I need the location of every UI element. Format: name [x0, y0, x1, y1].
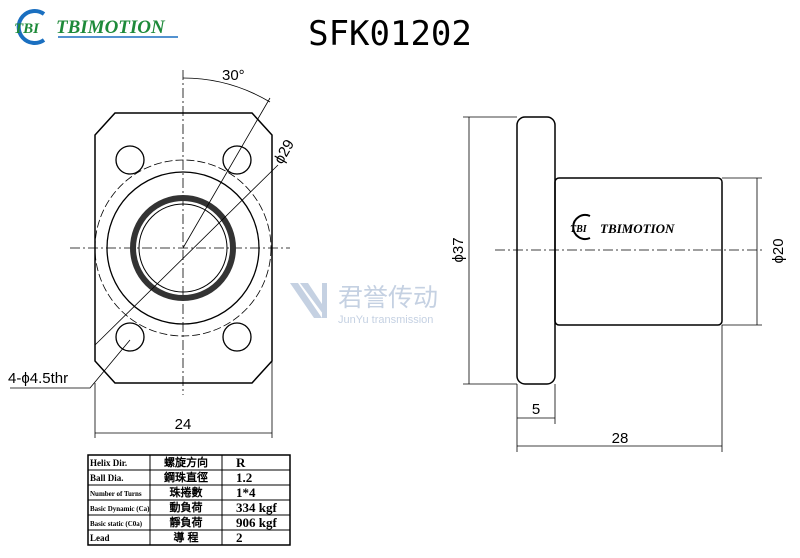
outer-ring [106, 171, 260, 325]
watermark-logo-icon [290, 283, 326, 318]
body-logo-text: TBIMOTION [600, 221, 675, 236]
thickness-label: 5 [532, 401, 540, 418]
table-cell-cn: 動負荷 [170, 500, 203, 514]
mounting-hole [222, 322, 252, 352]
body-dia-label: ϕ20 [770, 238, 787, 263]
logo-text: TBIMOTION [56, 17, 166, 38]
watermark-logo-bar [322, 283, 327, 318]
mounting-hole [115, 145, 145, 175]
table-cell-cn: 靜負荷 [170, 515, 203, 529]
length-label: 28 [612, 430, 629, 447]
watermark-en: JunYu transmission [338, 314, 433, 326]
table-cell-cn: 鋼珠直徑 [163, 470, 208, 484]
table-cell-value: R [236, 455, 246, 470]
table-cell-cn: 螺旋方向 [164, 455, 208, 469]
tbi-logo: TBI TBIMOTION [14, 9, 178, 45]
holes-label: 4-ϕ4.5thr [8, 370, 68, 387]
table-cell-en: Basic static (C0a) [90, 520, 143, 528]
table-cell-en: Basic Dynamic (Ca) [90, 505, 150, 513]
body-logo: TBI TBIMOTION [570, 214, 675, 240]
table-cell-en: Helix Dir. [90, 458, 127, 468]
table-cell-value: 1.2 [236, 470, 252, 485]
bore-ring [130, 195, 236, 301]
angle-line [182, 97, 271, 249]
pcd-circle [94, 159, 272, 337]
flange-dia-label: ϕ37 [450, 237, 467, 262]
angle-label: 30° [222, 67, 245, 84]
watermark: 君誉传动 JunYu transmission [290, 283, 438, 326]
table-cell-value: 1*4 [236, 485, 256, 500]
table-cell-value: 906 kgf [236, 515, 277, 530]
pcd-label: ϕ29 [271, 137, 298, 167]
table-cell-en: Ball Dia. [90, 473, 124, 483]
table-cell-en: Lead [90, 533, 110, 543]
angle-arc [182, 77, 271, 103]
table-cell-en: Number of Turns [90, 490, 142, 498]
logo-mark: TBI [14, 21, 40, 37]
mounting-holes [115, 145, 252, 352]
page-title: SFK01202 [308, 14, 472, 54]
watermark-cn: 君誉传动 [338, 284, 438, 312]
width-label: 24 [175, 416, 192, 433]
spec-table [87, 454, 291, 546]
body-logo-mark: TBI [570, 224, 588, 235]
table-cell-value: 334 kgf [236, 500, 277, 515]
bore [138, 203, 228, 293]
side-view [463, 116, 765, 452]
flange-outline [94, 112, 273, 384]
table-cell-cn: 導 程 [173, 530, 198, 544]
holes-leader [10, 339, 131, 389]
nut-body [554, 177, 723, 326]
table-cell-value: 2 [236, 530, 243, 545]
front-view [10, 70, 290, 438]
pcd-leader [94, 164, 279, 346]
flange-side [516, 116, 556, 385]
mounting-hole [222, 145, 252, 175]
logo-c-icon [16, 9, 46, 45]
mounting-hole [115, 322, 145, 352]
table-cell-cn: 珠捲數 [170, 485, 203, 499]
body-logo-c-icon [572, 214, 591, 240]
